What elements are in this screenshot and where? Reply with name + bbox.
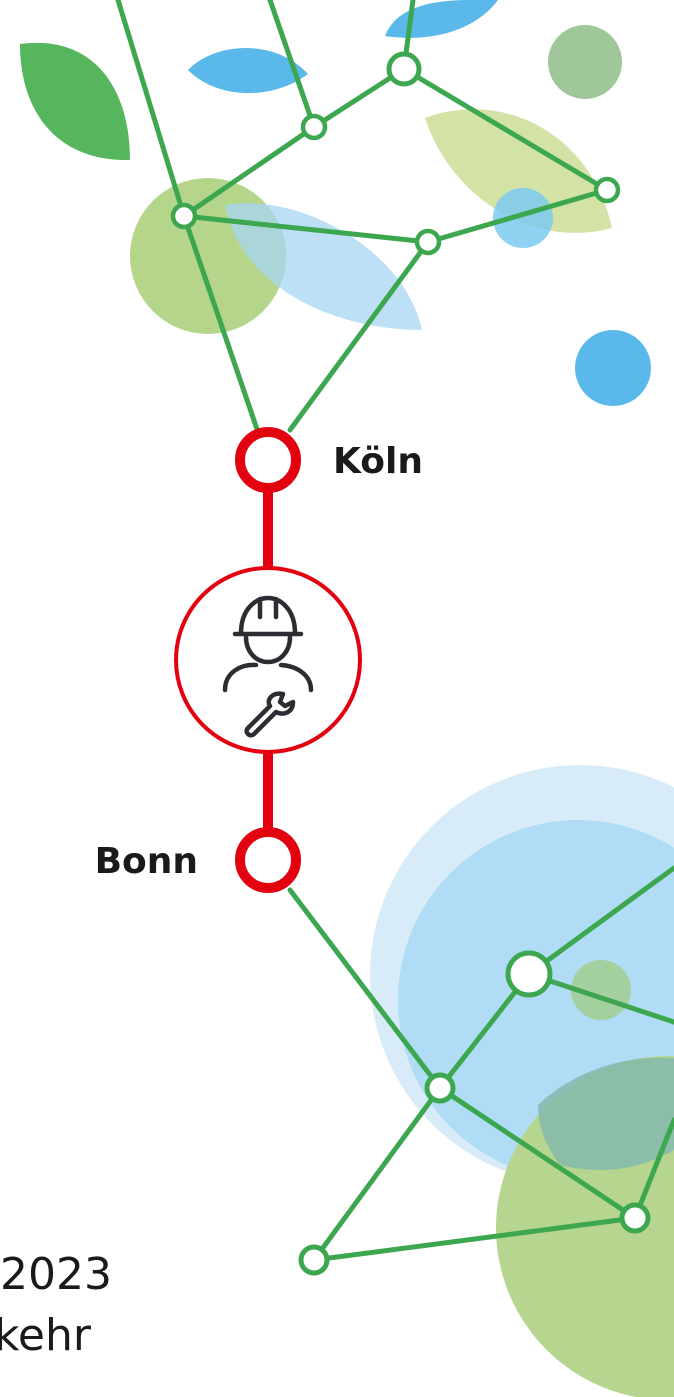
node bbox=[170, 202, 198, 230]
station-bonn bbox=[235, 827, 301, 893]
blue-leaf-top bbox=[385, 0, 498, 38]
node bbox=[414, 228, 442, 256]
node bbox=[593, 176, 621, 204]
node bbox=[298, 1244, 330, 1276]
node bbox=[424, 1072, 456, 1104]
station-koeln bbox=[235, 427, 301, 493]
node bbox=[505, 950, 553, 998]
bottom-text-line-1: 2023 bbox=[0, 1249, 112, 1300]
node bbox=[386, 51, 422, 87]
bottom-text-line-2: kehr bbox=[0, 1310, 91, 1361]
light-blue-leaf bbox=[225, 203, 422, 330]
green-network bbox=[115, 0, 674, 1263]
construction-worker-wrench-icon bbox=[222, 595, 314, 738]
sage-dot bbox=[548, 25, 622, 99]
node bbox=[619, 1202, 651, 1234]
station-label-bonn: Bonn bbox=[95, 841, 198, 882]
network-nodes bbox=[170, 51, 651, 1276]
overlap-region bbox=[538, 1057, 674, 1170]
blue-dot-right bbox=[575, 330, 651, 406]
blue-leaf-small bbox=[188, 48, 308, 94]
small-blue-dot bbox=[493, 188, 553, 248]
node bbox=[300, 113, 328, 141]
station-label-koeln: Köln bbox=[333, 441, 423, 482]
green-leaf bbox=[20, 42, 130, 161]
